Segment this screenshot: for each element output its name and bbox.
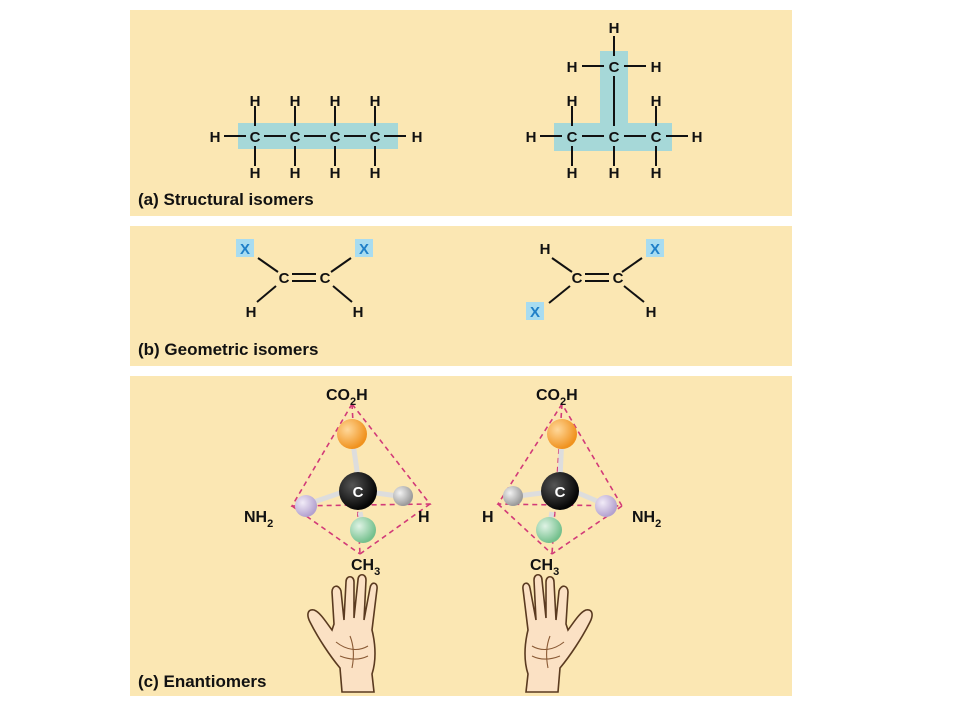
tetrahedron-outline (290, 402, 432, 507)
enantiomers-diagram: C CO2H NH2 H CH3 C CO2H H NH2 CH3 (244, 387, 661, 693)
co2h-group-ball (337, 419, 367, 449)
ch3-label: CH3 (530, 557, 559, 578)
h-label: H (482, 509, 494, 526)
ch3-label: CH3 (351, 557, 380, 578)
right-enantiomer: C CO2H H NH2 CH3 (482, 387, 661, 578)
c-atom: C (320, 270, 331, 287)
co2h-group-ball (547, 419, 577, 449)
isobutane-molecule: H H C H H H H C C C H H H H (526, 20, 703, 182)
c-atom: C (290, 129, 301, 146)
x-substituent: X (240, 241, 250, 258)
c-atom: C (250, 129, 261, 146)
caption-enantiomers: (c) Enantiomers (138, 672, 267, 691)
h-atom: H (567, 59, 578, 76)
h-atom: H (692, 129, 703, 146)
carbon-ball (339, 472, 377, 510)
panel-enantiomers: C CO2H NH2 H CH3 C CO2H H NH2 CH3 (130, 376, 792, 696)
left-enantiomer: C CO2H NH2 H CH3 (244, 387, 432, 578)
c-atom: C (330, 129, 341, 146)
h-atom: H (330, 93, 341, 110)
co2h-label: CO2H (326, 387, 368, 408)
x-substituent: X (359, 241, 369, 258)
h-atom: H (290, 165, 301, 182)
c-atom: C (567, 129, 578, 146)
left-hand-icon (307, 573, 378, 693)
x-highlight (526, 302, 544, 320)
caption-structural-isomers: (a) Structural isomers (138, 190, 314, 209)
h-ball (503, 486, 523, 506)
c-atom: C (613, 270, 624, 287)
h-atom: H (370, 93, 381, 110)
ch3-group-ball (350, 517, 376, 543)
h-label: H (418, 509, 430, 526)
h-atom: H (651, 59, 662, 76)
right-hand-icon (522, 573, 593, 693)
h-atom: H (250, 93, 261, 110)
c-atom: C (279, 270, 290, 287)
structural-isomers-diagram: H C C C C H H H H H H H H H (210, 20, 703, 182)
panel-geometric-isomers: X X C C H H H X C (130, 226, 792, 366)
x-substituent: X (650, 241, 660, 258)
geometric-isomers-diagram: X X C C H H H X C (236, 239, 664, 321)
h-atom: H (353, 304, 364, 321)
butane-molecule: H C C C C H H H H H H H H H (210, 93, 423, 182)
c-atom: C (572, 270, 583, 287)
h-atom: H (526, 129, 537, 146)
x-highlight (236, 239, 254, 257)
x-substituent: X (530, 304, 540, 321)
nh2-label: NH2 (244, 509, 273, 530)
cis-isomer: X X C C H H (236, 239, 373, 321)
h-atom: H (370, 165, 381, 182)
x-highlight (355, 239, 373, 257)
h-atom: H (567, 93, 578, 110)
h-atom: H (651, 165, 662, 182)
panel-structural-isomers: H C C C C H H H H H H H H H (130, 10, 792, 216)
trans-isomer: H X C C X H (526, 239, 664, 321)
carbon-ball (541, 472, 579, 510)
h-atom: H (330, 165, 341, 182)
h-atom: H (651, 93, 662, 110)
carbon-label: C (353, 484, 364, 501)
h-atom: H (609, 20, 620, 37)
c-atom: C (609, 59, 620, 76)
caption-geometric-isomers: (b) Geometric isomers (138, 340, 319, 359)
h-atom: H (210, 129, 221, 146)
nh2-group-ball (595, 495, 617, 517)
h-atom: H (567, 165, 578, 182)
nh2-label: NH2 (632, 509, 661, 530)
ch3-group-ball (536, 517, 562, 543)
x-highlight (646, 239, 664, 257)
h-atom: H (646, 304, 657, 321)
nh2-group-ball (295, 495, 317, 517)
h-atom: H (290, 93, 301, 110)
h-atom: H (412, 129, 423, 146)
h-ball (393, 486, 413, 506)
co2h-label: CO2H (536, 387, 578, 408)
c-atom: C (370, 129, 381, 146)
c-atom: C (609, 129, 620, 146)
h-atom: H (609, 165, 620, 182)
h-atom: H (250, 165, 261, 182)
h-atom: H (246, 304, 257, 321)
c-atom: C (651, 129, 662, 146)
carbon-label: C (555, 484, 566, 501)
h-atom: H (540, 241, 551, 258)
